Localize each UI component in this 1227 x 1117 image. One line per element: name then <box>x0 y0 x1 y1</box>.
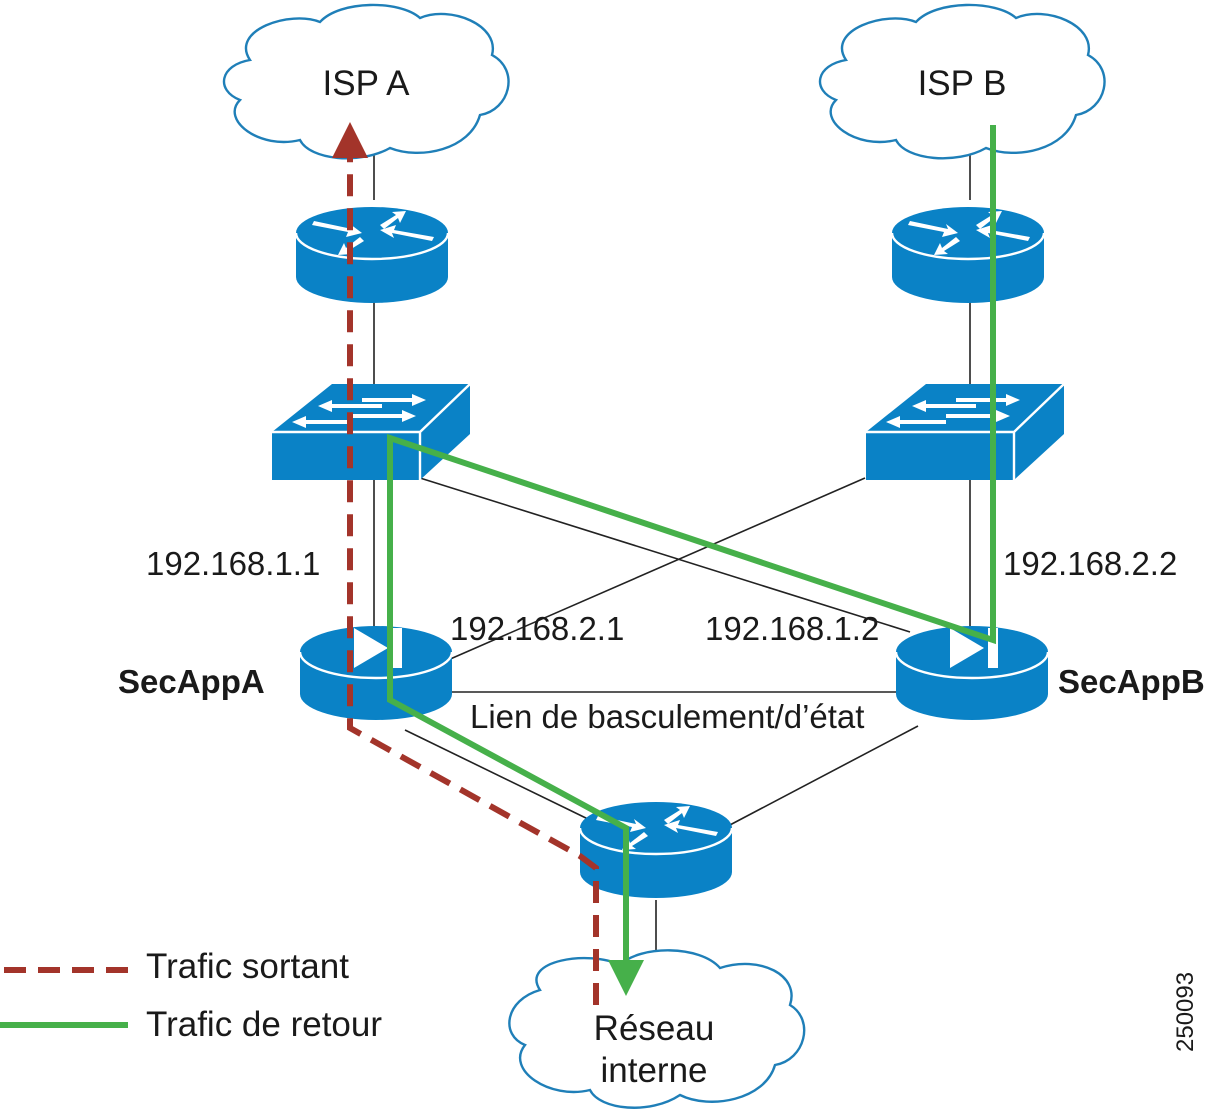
isp-a-label: ISP A <box>323 64 411 103</box>
ip-label-b-isp: 192.168.2.2 <box>1003 545 1177 582</box>
sec-app-b-label: SecAppB <box>1058 663 1205 700</box>
ip-label-a-cross: 192.168.2.1 <box>450 610 624 647</box>
ip-label-b-cross: 192.168.1.2 <box>705 610 879 647</box>
failover-link-label: Lien de basculement/d’état <box>470 698 864 735</box>
legend-outbound-label: Trafic sortant <box>146 947 349 986</box>
legend-return-label: Trafic de retour <box>146 1005 382 1044</box>
figure-id: 250093 <box>1172 972 1199 1052</box>
links <box>373 140 971 960</box>
sec-app-a-label: SecAppA <box>118 663 265 700</box>
return-traffic-path <box>387 125 996 996</box>
outbound-traffic-path <box>332 122 599 1005</box>
internal-network-label-line2: interne <box>600 1051 707 1090</box>
legend: Trafic sortant Trafic de retour <box>0 947 382 1044</box>
security-appliance-b <box>894 624 1050 722</box>
isp-b-label: ISP B <box>918 64 1007 103</box>
router-isp-a <box>294 205 450 305</box>
router-isp-b <box>890 205 1046 305</box>
ip-label-a-isp: 192.168.1.1 <box>146 545 320 582</box>
security-appliance-a <box>298 624 454 722</box>
internal-network-label-line1: Réseau <box>594 1009 715 1048</box>
cloud-internal-network: Réseau interne <box>508 949 806 1109</box>
switch-a <box>270 382 472 482</box>
cloud-isp-a: ISP A <box>222 3 510 160</box>
cloud-isp-b: ISP B <box>818 3 1106 160</box>
switch-b <box>864 382 1066 482</box>
